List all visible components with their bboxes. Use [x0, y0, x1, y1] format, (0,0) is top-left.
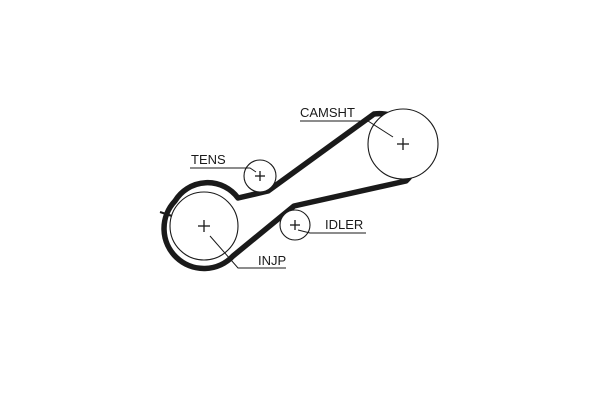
tensioner-leader: [190, 167, 257, 173]
camshaft-pulley: [367, 108, 439, 180]
tensioner-label: TENS: [191, 152, 226, 167]
injection-pump-pulley: [169, 191, 239, 261]
timing-mark: [159, 211, 173, 217]
injection-pump-label: INJP: [258, 253, 286, 268]
idler-leader: [297, 229, 366, 234]
tensioner-pulley: [243, 159, 277, 193]
camshaft-label: CAMSHT: [300, 105, 355, 120]
camshaft-leader: [300, 120, 394, 138]
injection-pump-leader: [209, 235, 286, 269]
idler-label: IDLER: [325, 217, 363, 232]
idler-pulley: [279, 209, 311, 241]
